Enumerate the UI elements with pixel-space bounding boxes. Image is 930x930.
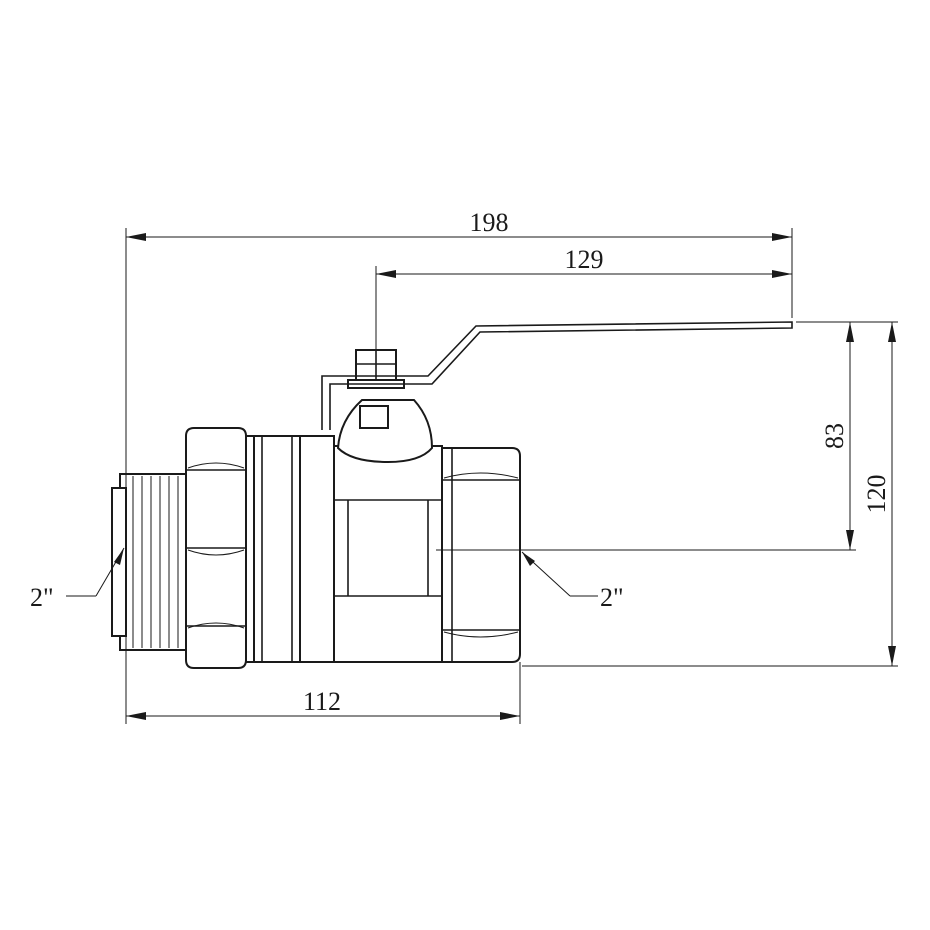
female-hex-end <box>441 447 521 663</box>
valve <box>111 321 793 669</box>
callout-male-thread: 2" <box>30 547 125 612</box>
dimension-label-83: 83 <box>820 423 849 449</box>
thread-label-male: 2" <box>30 583 54 612</box>
dimension-label-112: 112 <box>303 687 341 716</box>
extension-lines <box>125 228 898 724</box>
stem-and-handle <box>321 321 793 430</box>
dimension-handle-reach: 129 <box>376 245 792 278</box>
hex-nut <box>185 427 247 669</box>
union-collar <box>245 435 335 663</box>
dimension-handle-height: 83 <box>820 322 854 550</box>
dimension-overall-height: 120 <box>862 322 896 666</box>
dimension-label-120: 120 <box>862 475 891 514</box>
callout-female-thread: 2" <box>521 551 624 612</box>
dimension-label-129: 129 <box>565 245 604 274</box>
male-thread <box>111 473 187 651</box>
thread-label-female: 2" <box>600 583 624 612</box>
dimension-body-length: 112 <box>126 687 520 720</box>
dimension-overall-length: 198 <box>126 208 792 241</box>
valve-body <box>333 399 443 663</box>
dimension-label-198: 198 <box>470 208 509 237</box>
